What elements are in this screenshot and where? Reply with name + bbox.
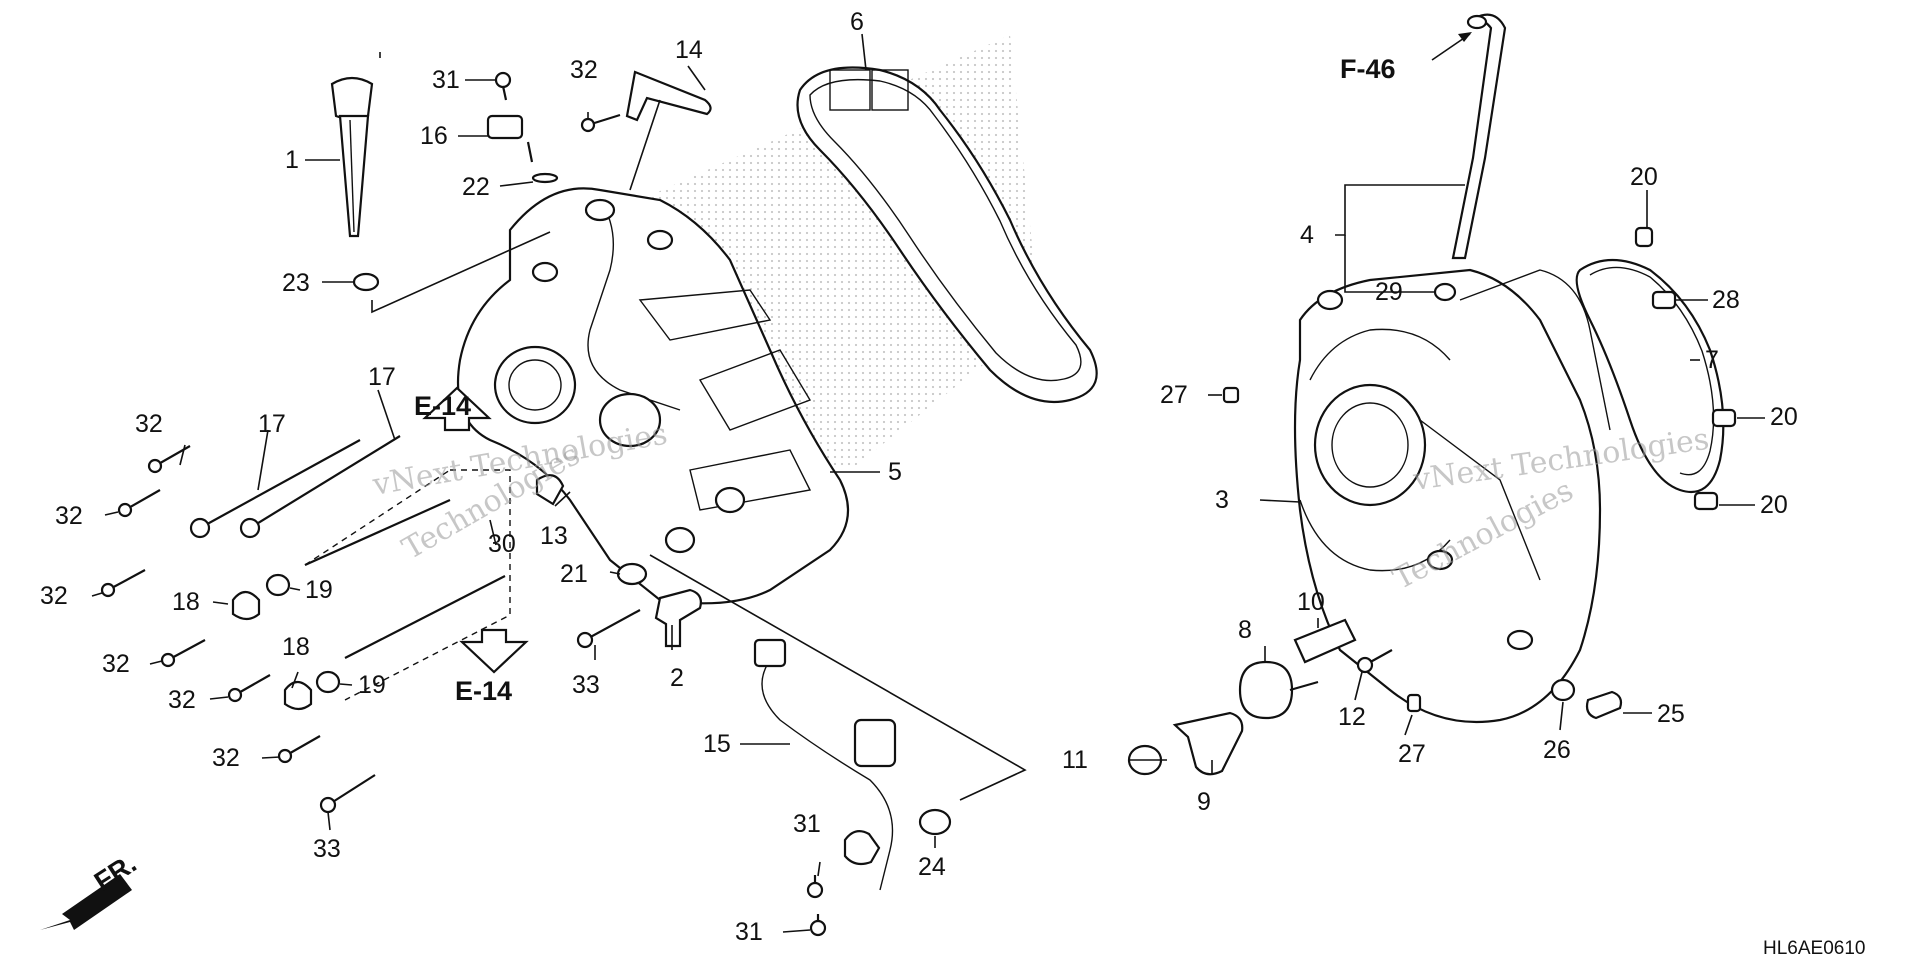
- leader-lines: [91, 33, 1765, 933]
- callout-26[interactable]: 26: [1543, 736, 1571, 764]
- callout-7[interactable]: 7: [1705, 346, 1719, 374]
- bolts-31-bottom[interactable]: [806, 875, 827, 937]
- bolt-31-top[interactable]: [494, 71, 512, 101]
- callout-33-b[interactable]: 33: [572, 671, 600, 699]
- bracket-14[interactable]: [625, 70, 712, 122]
- dashed-box-30: [344, 469, 511, 701]
- callout-17-b[interactable]: 17: [368, 363, 396, 391]
- dowel-20-top[interactable]: [1634, 226, 1654, 248]
- callout-31-c[interactable]: 31: [735, 918, 763, 946]
- callout-22[interactable]: 22: [462, 173, 490, 201]
- dowel-28[interactable]: [1651, 290, 1677, 310]
- dowel-20-low[interactable]: [1693, 491, 1719, 511]
- dashed-box-17: [304, 469, 451, 566]
- right-case-cover-part[interactable]: [1293, 268, 1611, 724]
- washer-23[interactable]: [352, 272, 380, 292]
- callout-20-b[interactable]: 20: [1770, 403, 1798, 431]
- dowel-20-mid[interactable]: [1711, 408, 1737, 428]
- ref-f46[interactable]: F-46: [1340, 54, 1396, 84]
- clamp-29[interactable]: [1433, 282, 1457, 302]
- arrow-f46-head: [1458, 32, 1472, 42]
- callout-18-a[interactable]: 18: [172, 588, 200, 616]
- sensor-16-tip: [526, 141, 534, 163]
- callout-12[interactable]: 12: [1338, 703, 1366, 731]
- gasket-7-part[interactable]: [1575, 259, 1725, 494]
- callout-29[interactable]: 29: [1375, 278, 1403, 306]
- front-direction-label: FR.: [89, 848, 142, 897]
- stud-bolts-30[interactable]: [304, 498, 506, 659]
- gasket-6-part[interactable]: [796, 66, 1098, 404]
- long-bolts-17[interactable]: [189, 435, 401, 539]
- wire-harness-15-part[interactable]: [753, 638, 897, 891]
- arrow-down-e14: [459, 628, 529, 674]
- callout-labels: 1 2 3 4 5 6 7 8 9 10 11 12 13 14 15 16 1…: [40, 8, 1798, 946]
- callout-32-f[interactable]: 32: [168, 686, 196, 714]
- callout-8[interactable]: 8: [1238, 616, 1252, 644]
- callout-17-a[interactable]: 17: [258, 410, 286, 438]
- callout-9[interactable]: 9: [1197, 788, 1211, 816]
- shaft-10[interactable]: [1293, 618, 1357, 664]
- callout-28[interactable]: 28: [1712, 286, 1740, 314]
- callout-32-e[interactable]: 32: [102, 650, 130, 678]
- callout-32-c[interactable]: 32: [55, 502, 83, 530]
- clamp-2[interactable]: [654, 588, 702, 648]
- ref-e14-top[interactable]: E-14: [414, 391, 471, 421]
- callout-30[interactable]: 30: [488, 530, 516, 558]
- bolts-33[interactable]: [319, 609, 641, 814]
- callout-27-a[interactable]: 27: [1160, 381, 1188, 409]
- callout-11[interactable]: 11: [1062, 746, 1088, 774]
- callout-2[interactable]: 2: [670, 664, 684, 692]
- callout-21[interactable]: 21: [560, 560, 588, 588]
- washer-26[interactable]: [1550, 678, 1576, 702]
- callout-32-d[interactable]: 32: [40, 582, 68, 610]
- callout-32-g[interactable]: 32: [212, 744, 240, 772]
- callout-32-b[interactable]: 32: [135, 410, 163, 438]
- callout-10[interactable]: 10: [1297, 588, 1325, 616]
- callout-18-b[interactable]: 18: [282, 633, 310, 661]
- diagram-code: HL6AE0610: [1763, 938, 1865, 959]
- callout-15[interactable]: 15: [703, 730, 731, 758]
- bolt-12[interactable]: [1356, 649, 1393, 674]
- callout-13[interactable]: 13: [540, 522, 568, 550]
- caps-18[interactable]: [231, 590, 313, 711]
- clamp-13[interactable]: [535, 474, 565, 506]
- o-ring-22[interactable]: [531, 172, 559, 184]
- dowel-27-top[interactable]: [1222, 386, 1240, 404]
- callout-23[interactable]: 23: [282, 269, 310, 297]
- callout-19-b[interactable]: 19: [358, 671, 386, 699]
- callout-19-a[interactable]: 19: [305, 576, 333, 604]
- breather-tube-4-part[interactable]: [1451, 13, 1507, 260]
- callout-31-b[interactable]: 31: [793, 810, 821, 838]
- callout-27-b[interactable]: 27: [1398, 740, 1426, 768]
- arrow-up-e14: [422, 386, 492, 432]
- callout-31-a[interactable]: 31: [432, 66, 460, 94]
- callout-24[interactable]: 24: [918, 853, 946, 881]
- callout-16[interactable]: 16: [420, 122, 448, 150]
- sensor-16[interactable]: [486, 114, 524, 140]
- callout-1[interactable]: 1: [285, 146, 299, 174]
- callout-20-c[interactable]: 20: [1760, 491, 1788, 519]
- washer-21[interactable]: [616, 562, 648, 586]
- callout-5[interactable]: 5: [888, 458, 902, 486]
- dipstick-part[interactable]: [330, 76, 374, 238]
- callout-25[interactable]: 25: [1657, 700, 1685, 728]
- callout-20-a[interactable]: 20: [1630, 163, 1658, 191]
- callout-3[interactable]: 3: [1215, 486, 1229, 514]
- callout-4[interactable]: 4: [1300, 221, 1314, 249]
- drain-bolt-25[interactable]: [1585, 690, 1623, 720]
- o-ring-24[interactable]: [918, 808, 952, 836]
- dowel-27-bottom[interactable]: [1406, 693, 1422, 713]
- spring-8[interactable]: [1238, 660, 1319, 720]
- callout-6[interactable]: 6: [850, 8, 864, 36]
- callout-33-a[interactable]: 33: [313, 835, 341, 863]
- front-direction-arrow-icon: [40, 874, 132, 930]
- callout-32-a[interactable]: 32: [570, 56, 598, 84]
- callout-14[interactable]: 14: [675, 36, 703, 64]
- washers-19[interactable]: [265, 573, 341, 694]
- left-case-cover-part[interactable]: [456, 187, 850, 605]
- ref-e14-bottom[interactable]: E-14: [455, 676, 512, 706]
- bolts-32[interactable]: [100, 113, 621, 764]
- arm-9[interactable]: [1172, 711, 1244, 776]
